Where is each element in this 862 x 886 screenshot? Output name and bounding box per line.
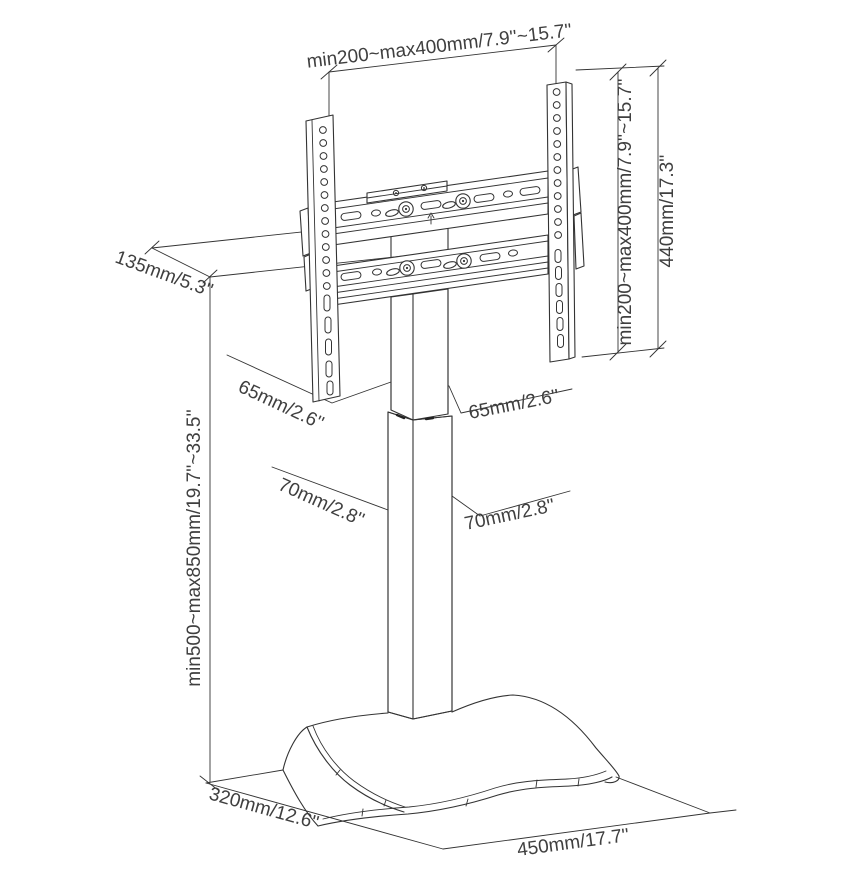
bracket-depth-label: 135mm/5.3'' (112, 247, 215, 302)
dimension-stand-height: min500~max850mm/19.7''~33.5'' (184, 276, 219, 791)
thumb-screw (443, 253, 472, 269)
lower-column-width-right-label: 70mm/2.8'' (463, 495, 557, 535)
upper-column (390, 288, 449, 421)
floor-outline: 320mm/12.6'' 450mm/17.7'' (205, 769, 737, 861)
base-depth-label: 320mm/12.6'' (207, 784, 321, 834)
left-bracket-arm (305, 114, 341, 403)
stand-height-label: min500~max850mm/19.7''~33.5'' (184, 409, 205, 687)
lower-rail-slots (340, 249, 518, 281)
dimension-right-side: min200~max400mm/7.9''~15.7'' 440mm/17.3'… (575, 59, 678, 361)
vesa-height-right-label: min200~max400mm/7.9''~15.7'' (615, 79, 636, 346)
thumb-screw (385, 201, 414, 217)
upper-column-width-right-label: 65mm/2.6'' (467, 386, 561, 424)
stand-base (282, 694, 620, 827)
left-arm-holes (319, 126, 331, 290)
bracket-height-right-label: 440mm/17.3'' (657, 155, 678, 268)
left-arm-slots (323, 294, 334, 396)
top-mounting-plate (366, 180, 448, 204)
right-arm-holes (552, 88, 562, 239)
upper-rail-slots (340, 186, 541, 221)
lower-column (387, 411, 453, 720)
dimension-vesa-width-top: min200~max400mm/7.9''~15.7'' (306, 20, 574, 118)
lower-column-width-left-label: 70mm/2.8'' (275, 474, 367, 530)
base-width-label: 450mm/17.7'' (516, 825, 631, 861)
thumb-screw (442, 193, 471, 209)
thumb-screw (386, 260, 415, 276)
column (387, 226, 453, 720)
right-bracket-arm (546, 81, 576, 363)
right-arm-slots (554, 249, 564, 348)
center-arrow-icon (427, 212, 435, 225)
vesa-rails (332, 170, 549, 306)
vesa-width-top-label: min200~max400mm/7.9''~15.7'' (306, 20, 574, 72)
